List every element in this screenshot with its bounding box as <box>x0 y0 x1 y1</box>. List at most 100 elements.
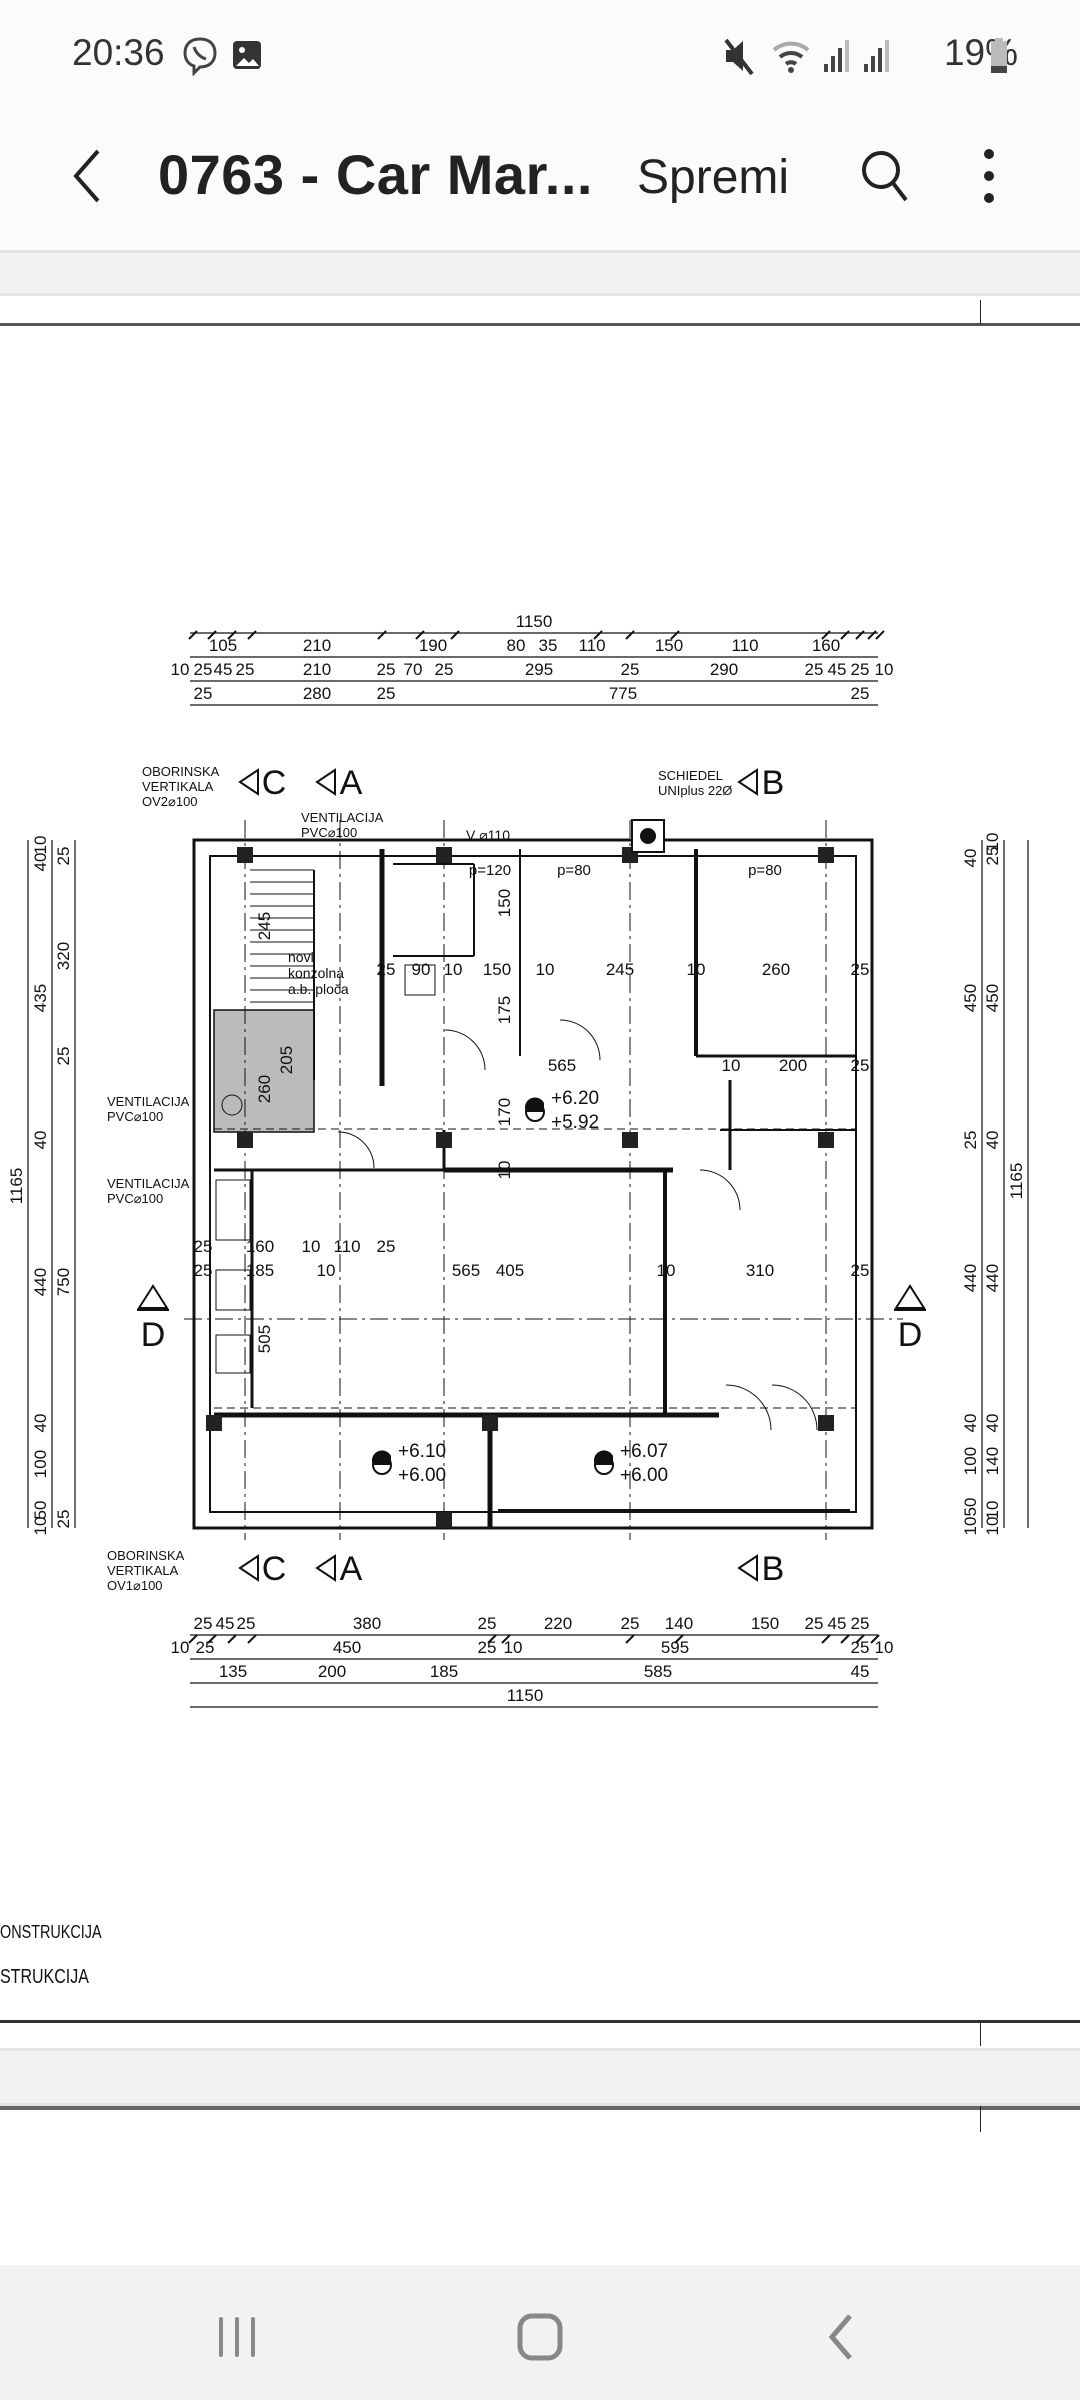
dimension-label: 585 <box>644 1662 672 1681</box>
dimension-label: 25 <box>478 1638 497 1657</box>
dimension-label: 1150 <box>507 1686 544 1705</box>
dimension-label: 150 <box>655 636 683 655</box>
exterior-wall <box>192 838 874 1530</box>
elevation-mark <box>593 1450 614 1475</box>
dimension-label: 80 <box>507 636 526 655</box>
recent-apps-icon[interactable] <box>215 2315 260 2360</box>
section-marker-d-arrow-icon <box>894 1284 926 1309</box>
dimension-label: 40 <box>961 849 980 868</box>
door-swing <box>559 1019 601 1061</box>
dimension-label: 40 <box>983 1131 1002 1150</box>
page-gap <box>0 250 1080 296</box>
dimension-label: 25 <box>983 847 1002 866</box>
dimension-tick <box>247 1634 257 1644</box>
dimension-label: 440 <box>983 1264 1002 1292</box>
dimension-label: 775 <box>609 684 637 703</box>
dimension-tick <box>821 1634 831 1644</box>
dimension-label: 25 <box>54 847 73 866</box>
slab-label: novi <box>288 949 314 965</box>
dimension-label: 40 <box>31 1414 50 1433</box>
chimney <box>631 819 665 853</box>
dimension-label: 10 <box>983 1517 1002 1536</box>
chimney-label: SCHIEDEL <box>658 768 723 783</box>
section-marker-b-arrow-icon <box>737 768 758 796</box>
back-nav-icon[interactable] <box>826 2313 856 2361</box>
chimney-label: UNIplus 22Ø <box>658 783 732 798</box>
dimension-label: 25 <box>851 660 870 679</box>
more-icon[interactable] <box>976 146 1002 206</box>
downpipe-label: VERTIKALA <box>107 1563 179 1578</box>
dimension-label: 25 <box>377 960 396 979</box>
search-icon[interactable] <box>858 146 914 206</box>
section-marker-c: C <box>262 1550 287 1588</box>
dimension-label: 140 <box>983 1447 1002 1475</box>
home-icon[interactable] <box>516 2313 564 2361</box>
dimension-label: 100 <box>31 1450 50 1478</box>
dimension-tick <box>670 630 680 640</box>
elevation-mark <box>524 1097 545 1122</box>
downpipe-label: OV2⌀100 <box>142 794 198 809</box>
dimension-label: 25 <box>196 1638 215 1657</box>
dimension-label: 25 <box>851 1614 870 1633</box>
dimension-tick <box>840 630 850 640</box>
section-marker-a: A <box>340 764 363 802</box>
dimension-label: 25 <box>237 1614 256 1633</box>
dimension-label: 245 <box>255 912 274 940</box>
dimension-label: 10 <box>983 1501 1002 1520</box>
dimension-tick <box>227 630 237 640</box>
dimension-label: 25 <box>851 960 870 979</box>
dimension-tick <box>875 630 885 640</box>
dimension-label: 110 <box>578 636 605 655</box>
dimension-label: 140 <box>665 1614 693 1633</box>
door-swing <box>444 1029 486 1071</box>
dimension-label: 10 <box>687 960 706 979</box>
back-icon[interactable] <box>68 146 108 206</box>
column <box>818 1132 834 1148</box>
slab-label: a.b. ploča <box>288 981 349 997</box>
dimension-label: 35 <box>539 636 558 655</box>
signal-icon <box>824 40 849 72</box>
app-bar: 0763 - Car Mar... Spremi <box>0 110 1080 250</box>
dimension-label: 25 <box>851 1056 870 1075</box>
dimension-label: 25 <box>851 1261 870 1280</box>
dimension-label: 245 <box>606 960 634 979</box>
dimension-label: 440 <box>961 1264 980 1292</box>
dimension-label: 10 <box>31 836 50 855</box>
frame-line <box>0 2106 1080 2110</box>
dimension-label: 50 <box>961 1498 980 1517</box>
elevation-mark <box>371 1450 392 1475</box>
ventilation-label: VENTILACIJA <box>107 1176 190 1191</box>
dimension-label: 150 <box>495 889 514 917</box>
navigation-bar <box>0 2265 1080 2400</box>
dimension-label: 45 <box>828 660 847 679</box>
signal-icon <box>864 40 889 72</box>
dimension-label: 10 <box>983 833 1002 852</box>
column <box>818 1415 834 1431</box>
dimension-label: 1150 <box>516 612 553 631</box>
section-marker-b: B <box>762 764 785 802</box>
elevation-label: +6.07 <box>620 1441 668 1462</box>
dimension-tick <box>855 630 865 640</box>
elevation-label: +6.00 <box>620 1465 668 1486</box>
dimension-label: 210 <box>303 636 331 655</box>
pdf-page[interactable]: ONSTRUKCIJA STRUKCIJA <box>0 300 1080 2108</box>
dimension-label: 25 <box>377 1237 396 1256</box>
dimension-label: 25 <box>435 660 454 679</box>
dimension-tick <box>207 630 217 640</box>
dimension-tick <box>188 1634 198 1644</box>
ventilation-label: PVC⌀100 <box>107 1109 163 1124</box>
page-gap <box>0 2048 1080 2106</box>
frame-line <box>0 323 1080 326</box>
wifi-icon <box>772 41 810 73</box>
dimension-label: 70 <box>404 660 423 679</box>
save-button[interactable]: Spremi <box>637 151 790 204</box>
dimension-tick <box>247 630 257 640</box>
elevation-label: +5.92 <box>551 1112 599 1133</box>
dimension-label: 280 <box>303 684 331 703</box>
downpipe-label: VERTIKALA <box>142 779 214 794</box>
dimension-label: 1165 <box>7 1168 26 1205</box>
dimension-tick <box>870 1634 880 1644</box>
dimension-tick <box>840 1634 850 1644</box>
viber-icon <box>183 37 217 76</box>
dimension-label: 100 <box>961 1447 980 1475</box>
